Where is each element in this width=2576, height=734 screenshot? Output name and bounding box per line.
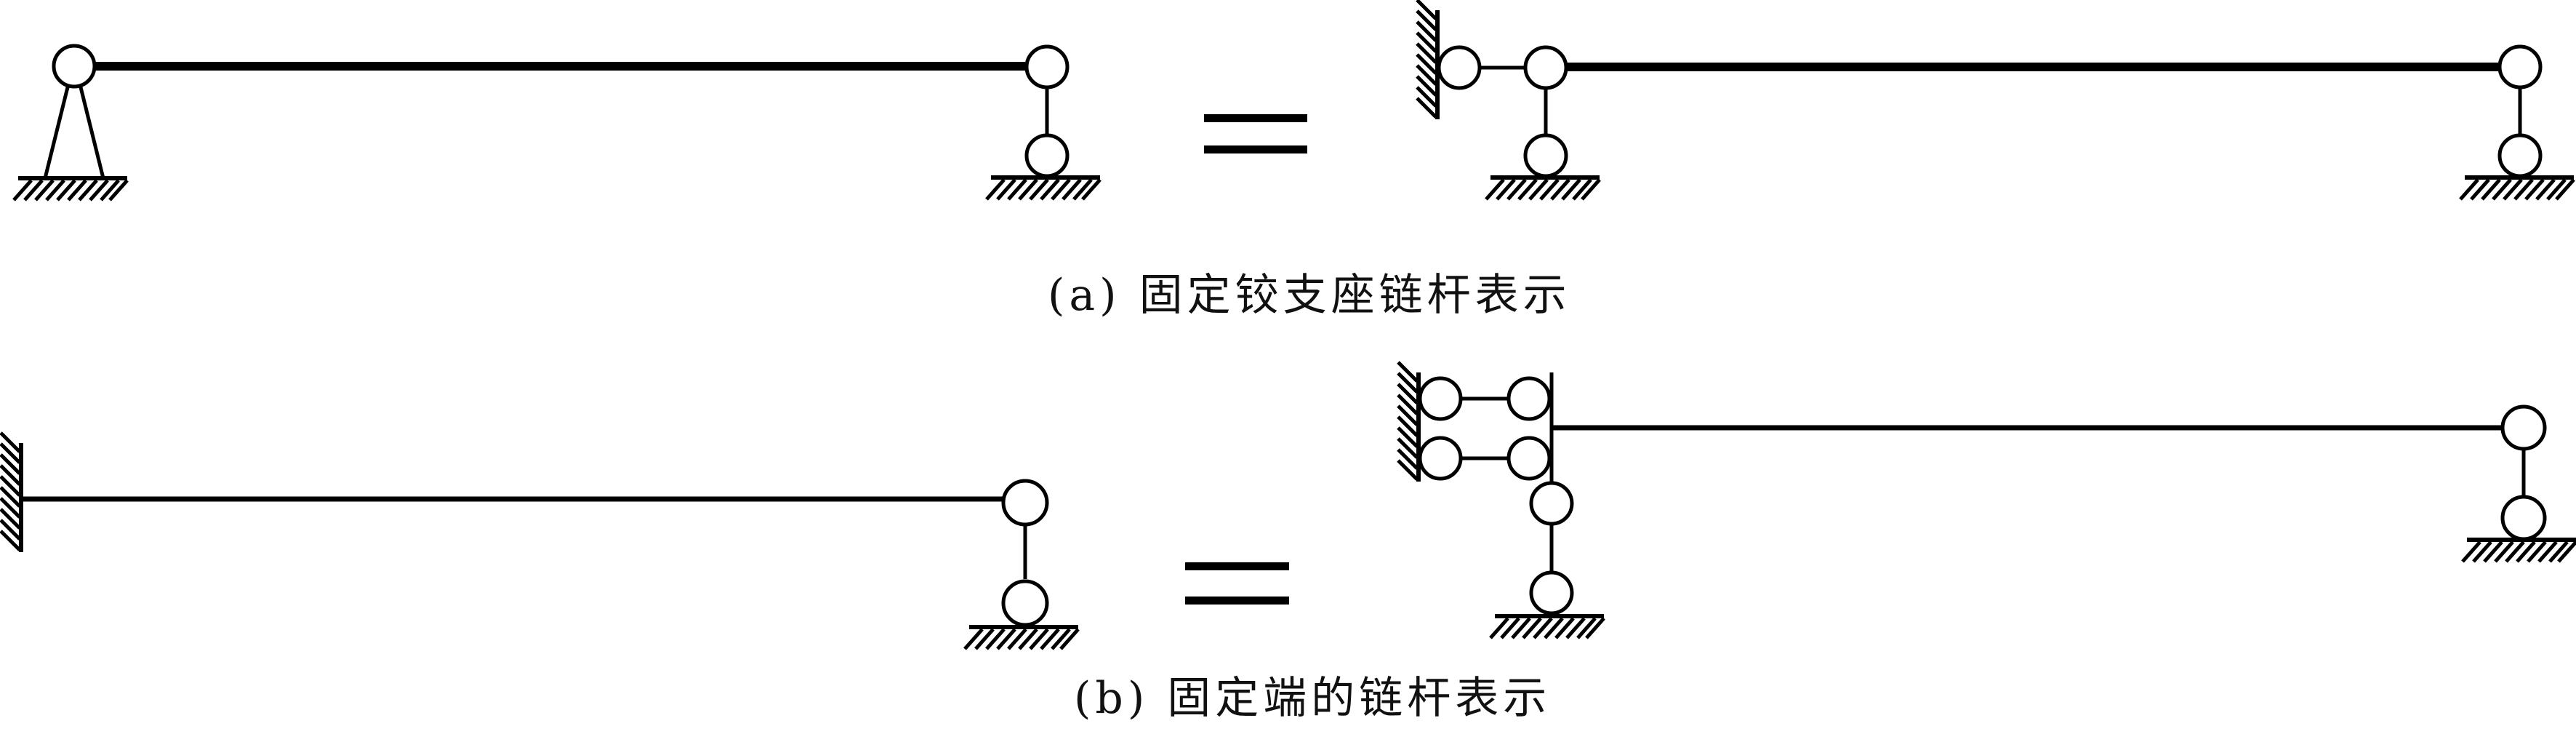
hinge-circle (1523, 133, 1568, 178)
hinge-circle (2497, 133, 2543, 178)
panel-a-right-model (1417, 0, 2574, 199)
roller-link-support (987, 44, 1100, 199)
caption-b: (b) 固定端的链杆表示 (1074, 673, 1552, 724)
fixed-hinge-support (14, 44, 127, 200)
hinge-circle (1418, 376, 1463, 421)
hinge-circle (1506, 376, 1552, 421)
roller-link-support (965, 479, 1078, 649)
hinge-circle (2497, 44, 2543, 89)
hinge-circle (1024, 133, 1070, 178)
hinge-circle (52, 44, 97, 89)
roller-link-support (2460, 44, 2574, 199)
hinge-circle (1418, 436, 1463, 481)
hinge-circle (2500, 404, 2547, 451)
hinge-circle (1529, 481, 1574, 526)
panel-a (14, 0, 2574, 200)
hinge-circle (1001, 579, 1049, 627)
panel-b-right-model (1398, 362, 2576, 638)
hinge-circle (1523, 45, 1568, 90)
panel-b-left-model (1, 433, 1078, 649)
hinge-circle (1001, 479, 1049, 527)
fixed-end-wall (1, 433, 21, 552)
hinge-circle (2500, 495, 2547, 541)
hinge-circle (1024, 44, 1070, 89)
hinge-circle (1437, 45, 1482, 90)
caption-a: (a) 固定铰支座链杆表示 (1048, 270, 1571, 321)
panel-b (1, 362, 2576, 649)
panel-a-left-model (14, 44, 1100, 200)
hinge-circle (1506, 436, 1552, 481)
two-link-support (1417, 0, 1600, 199)
roller-link-support (2463, 404, 2576, 562)
equals-sign (1204, 114, 1307, 153)
hinge-circle (1529, 570, 1574, 615)
equals-sign (1185, 562, 1289, 605)
